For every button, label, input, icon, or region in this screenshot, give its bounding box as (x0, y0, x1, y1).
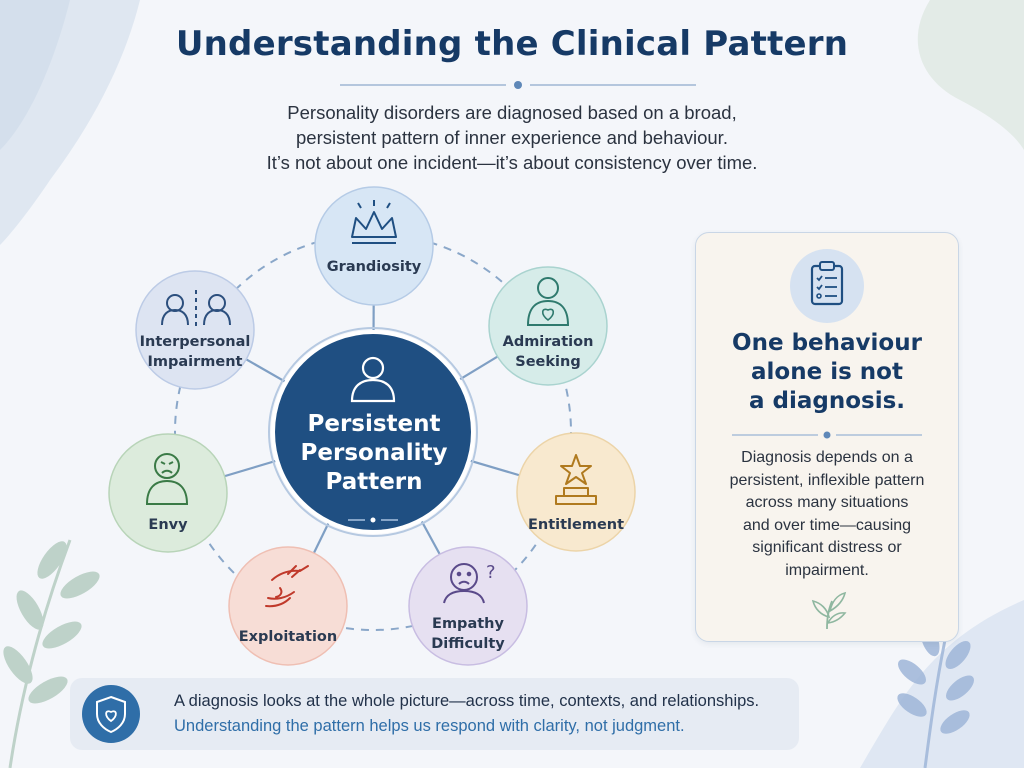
crown-icon (351, 200, 397, 244)
svg-text:?: ? (486, 562, 496, 583)
side-heading-line: One behaviour (732, 330, 922, 356)
center-node (268, 327, 478, 537)
trait-label-grandiosity: Grandiosity (314, 257, 434, 277)
footer-banner: A diagnosis looks at the whole picture—a… (70, 678, 799, 750)
trait-label-exploitation: Exploitation (228, 627, 348, 647)
footer-text-secondary: Understanding the pattern helps us respo… (174, 717, 685, 735)
page-title: Understanding the Clinical Pattern (175, 24, 849, 64)
star-podium-icon (555, 454, 597, 505)
trait-label-line: Impairment (147, 354, 243, 370)
side-body-line: Diagnosis depends on a (741, 449, 913, 466)
trait-label-line: Grandiosity (326, 259, 422, 275)
frowning-person-icon (145, 453, 189, 505)
person-icon (350, 356, 396, 403)
side-body-line: and over time—causing (742, 516, 912, 534)
trait-label-line: Entitlement (527, 517, 625, 533)
side-body-line: persistent, inflexible pattern (729, 471, 925, 489)
shield-heart-icon (82, 685, 140, 743)
leaf-sprig-left (3, 539, 100, 768)
footer-text-primary: A diagnosis looks at the whole picture—a… (174, 692, 760, 710)
person-heart-icon (526, 277, 570, 326)
divided-people-icon (161, 290, 231, 328)
trait-node-entitlement (516, 432, 636, 552)
confused-face-icon: ? (443, 562, 496, 604)
intro-line: persistent pattern of inner experience a… (296, 127, 728, 148)
center-label: Persistent Personality Pattern (278, 410, 470, 497)
side-card-body: Diagnosis depends on a persistent, infle… (696, 447, 958, 582)
trait-label-line: Envy (148, 517, 188, 533)
side-card-heading: One behaviour alone is not a diagnosis. (696, 329, 958, 416)
sprig-icon (811, 591, 847, 630)
trait-label-line: Difficulty (431, 636, 505, 652)
side-card: One behaviour alone is not a diagnosis. … (695, 232, 959, 642)
center-label-line: Persistent (307, 411, 441, 437)
trait-node-empathy-difficulty: ? (408, 546, 528, 666)
trait-label-entitlement: Entitlement (516, 515, 636, 535)
center-label-line: Pattern (325, 469, 423, 495)
trait-label-interpersonal-impairment: Interpersonal Impairment (135, 332, 255, 372)
trait-label-line: Interpersonal (139, 334, 251, 350)
top-left-blob-2 (0, 0, 70, 150)
side-body-line: significant distress or (752, 539, 902, 556)
trait-label-empathy-difficulty: Empathy Difficulty (408, 614, 528, 654)
trait-label-line: Exploitation (238, 629, 338, 645)
trait-node-admiration-seeking (488, 266, 608, 386)
intro-line: Personality disorders are diagnosed base… (287, 102, 737, 123)
side-card-divider (732, 431, 922, 439)
center-label-line: Personality (300, 440, 448, 466)
trait-node-grandiosity (314, 186, 434, 306)
reaching-hands-icon (265, 565, 309, 608)
trait-label-admiration-seeking: Admiration Seeking (488, 332, 608, 372)
side-heading-line: alone is not (751, 359, 903, 385)
center-divider (348, 517, 398, 523)
top-right-blob (917, 0, 1024, 150)
intro-line: It’s not about one incident—it’s about c… (266, 152, 758, 173)
clipboard-checklist-icon (790, 249, 864, 323)
intro-text: Personality disorders are diagnosed base… (212, 100, 812, 175)
trait-label-line: Seeking (515, 354, 581, 370)
side-heading-line: a diagnosis. (748, 388, 906, 414)
trait-node-envy (108, 433, 228, 553)
trait-label-envy: Envy (108, 515, 228, 535)
bottom-right-blob (860, 600, 1024, 768)
trait-node-interpersonal-impairment (135, 270, 255, 390)
trait-label-line: Empathy (432, 616, 504, 632)
title-divider (340, 81, 696, 89)
trait-node-exploitation (228, 546, 348, 666)
side-body-line: across many situations (745, 494, 909, 511)
trait-label-line: Admiration (502, 334, 594, 350)
side-body-line: impairment. (785, 561, 869, 579)
